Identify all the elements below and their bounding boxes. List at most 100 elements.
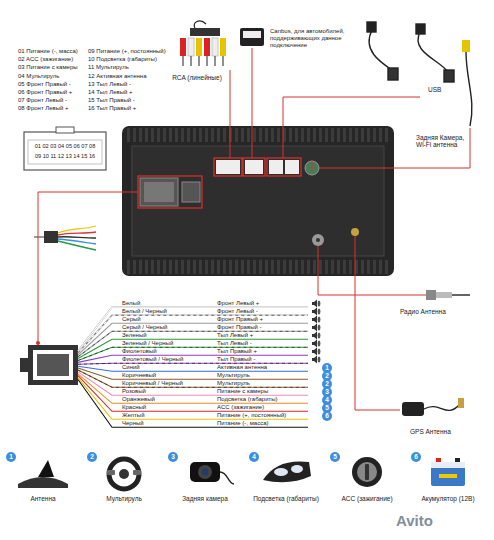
- head-unit: [245, 160, 263, 174]
- device-icon-part: [198, 465, 212, 479]
- rca-cables: [204, 38, 210, 56]
- head-unit: [214, 158, 242, 176]
- pinout-entry: 13 Тыл Левый -: [88, 81, 174, 88]
- radio-antenna-plug: [426, 290, 470, 300]
- rca-cables: [180, 21, 226, 66]
- gps-antenna: [402, 398, 464, 416]
- port-label: Радио Антенна: [400, 308, 480, 315]
- head-unit: [126, 128, 390, 142]
- wire-function: Подсветка (габариты): [217, 396, 307, 403]
- wire-bundle: [34, 226, 96, 250]
- pinout-entry: 09 Питание (+, постоянный): [88, 48, 174, 55]
- watermark: Avito: [396, 512, 486, 529]
- wire: [78, 370, 308, 387]
- head-unit: [132, 146, 384, 256]
- speaker-icon: [312, 332, 317, 340]
- device-caption: Подсветка (габариты): [247, 495, 325, 503]
- gps-antenna: [424, 404, 460, 410]
- leader-lines: [283, 97, 420, 158]
- rca-cables: [220, 38, 226, 56]
- speaker-icon: [312, 324, 317, 332]
- device-icon-part: [190, 462, 220, 482]
- speaker-cone: [318, 341, 321, 347]
- speaker-icon: [312, 348, 317, 356]
- wire-color: Фиолетовый: [122, 348, 214, 355]
- callout-digit: 6: [322, 411, 332, 421]
- wire-bundle: [58, 239, 96, 244]
- usb-cables: [369, 30, 392, 70]
- harness-connector: [20, 358, 28, 372]
- wire-color: Красный: [122, 404, 214, 411]
- wire-function: ACC (зажигание): [217, 404, 307, 411]
- device-icon-part: [431, 462, 465, 468]
- wire-function: Питание с камеры: [217, 388, 307, 395]
- wire-color: Зеленый: [122, 332, 214, 339]
- wire-color: Черный: [122, 420, 214, 427]
- port-label: Canbus, для автомобилей, поддерживающих …: [270, 28, 348, 49]
- device-icon-part: [436, 458, 441, 462]
- colored-wires: [78, 307, 308, 427]
- leader-lines: [312, 128, 470, 170]
- head-unit: [138, 176, 202, 208]
- leader-lines: [230, 70, 231, 158]
- pinout-entry: 15 Тыл Правый -: [88, 97, 174, 104]
- wire-color: Серый / Черный: [122, 324, 214, 331]
- callout-digit: 5: [330, 452, 340, 462]
- callout-number: 3: [168, 452, 178, 462]
- wire: [78, 372, 308, 395]
- wire-color: Желтый: [122, 412, 214, 419]
- callout-number: 2: [87, 452, 97, 462]
- speaker-cone: [318, 333, 321, 339]
- leader-lines: [355, 236, 400, 410]
- pinout-entry: 12 Активная антенна: [88, 73, 174, 80]
- head-unit: [140, 178, 178, 206]
- wire-function: Фронт Левый +: [217, 300, 307, 307]
- device-icon-part: [202, 469, 209, 476]
- wire-function: Фронт Правый +: [217, 316, 307, 323]
- callout-digit: 6: [411, 452, 421, 462]
- leader-lines: [318, 246, 426, 295]
- device-icon-part: [455, 458, 460, 462]
- callout-number: 6: [322, 411, 332, 421]
- callout-digit: 4: [249, 452, 259, 462]
- speaker-icon: [312, 316, 317, 324]
- wire-function: Тыл Правый -: [217, 356, 307, 363]
- device-tile: Подсветка (габариты) 4: [247, 450, 325, 505]
- wire: [78, 368, 308, 379]
- wire-bundle: [58, 241, 96, 250]
- device-icon-part: [107, 470, 115, 475]
- wire: [78, 366, 308, 371]
- usb-cables: [388, 68, 398, 80]
- pinout-entry: 14 Тыл Левый +: [88, 89, 174, 96]
- device-icon-part: [431, 462, 465, 486]
- camera-cable: [466, 52, 472, 126]
- wire-color: Синий: [122, 364, 214, 371]
- wire-color: Коричневый: [122, 372, 214, 379]
- wire-function: Фронт Левый -: [217, 308, 307, 315]
- rca-cables: [188, 38, 194, 56]
- device-icon-part: [352, 457, 382, 487]
- wire-color: Оранжевый: [122, 396, 214, 403]
- usb-cables: [444, 70, 454, 82]
- head-unit: [216, 160, 240, 174]
- wire-color: Белый / Черный: [122, 308, 214, 315]
- usb-cables: [416, 24, 425, 34]
- usb-cables: [418, 32, 448, 72]
- pinout-connector: [24, 132, 106, 170]
- head-unit: [285, 160, 299, 174]
- head-unit: [243, 158, 265, 176]
- pin-number-row: 01 02 03 04 05 06 07 08: [24, 143, 106, 149]
- device-tile: Антенна1: [4, 450, 82, 505]
- callout-digit: 3: [168, 452, 178, 462]
- device-tile: Акумулятор (12В) 6: [409, 450, 487, 505]
- wire: [78, 331, 308, 356]
- device-caption: Задняя камера: [166, 495, 244, 503]
- wire-color: Фиолетовый / Черный: [122, 356, 214, 363]
- wire-bundle: [58, 237, 96, 238]
- port-label: Задняя Камера, Wi-Fi антенна: [416, 134, 466, 149]
- wire: [78, 347, 308, 360]
- device-icon-part: [291, 465, 303, 473]
- head-unit: [316, 238, 320, 242]
- speaker-cone: [318, 325, 321, 331]
- device-caption: Акумулятор (12В): [409, 495, 487, 503]
